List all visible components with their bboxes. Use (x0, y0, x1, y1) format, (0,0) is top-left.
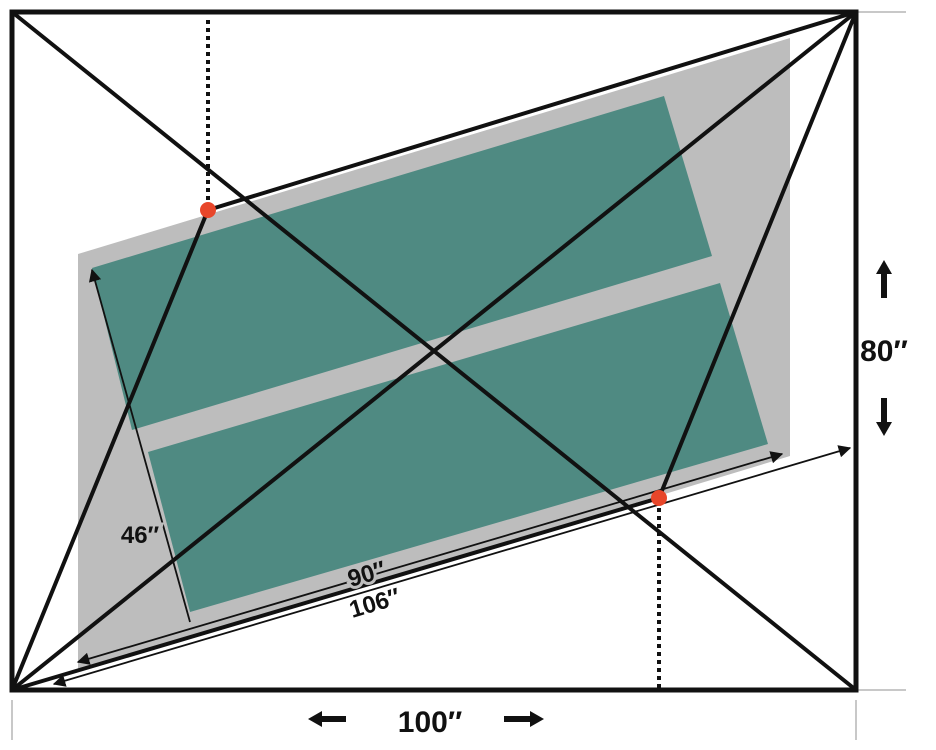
arrow-left-icon (308, 711, 346, 727)
height-dimension: 80″ (860, 260, 908, 436)
arrow-down-icon (876, 398, 892, 436)
frame-diagonals (10, 10, 858, 692)
outer-frame (9, 9, 859, 693)
label-100: 100″ (398, 706, 462, 739)
arrow-up-icon (876, 260, 892, 298)
intersection-dot-top (200, 202, 216, 218)
intersection-dot-bottom (651, 490, 667, 506)
label-46: 46″ (121, 522, 160, 549)
label-80: 80″ (860, 335, 908, 368)
width-dimension: 100″ (308, 706, 544, 739)
arrow-right-icon (504, 711, 544, 727)
upper-panel (92, 96, 712, 430)
outer-guides (11, 11, 906, 740)
dimension-line-106 (52, 445, 852, 687)
